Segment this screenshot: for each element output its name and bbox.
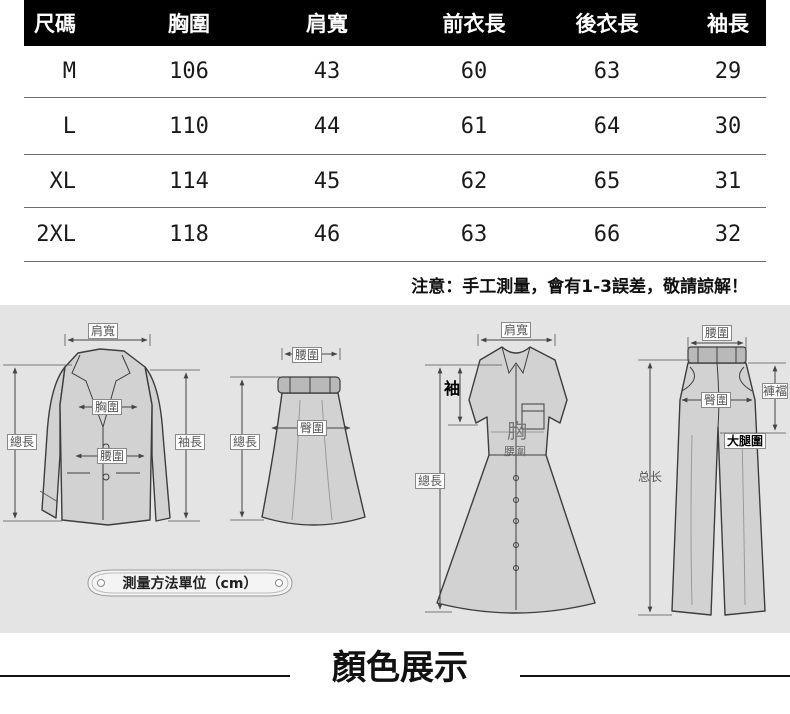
- dress-length-label: 總長: [414, 473, 446, 489]
- table-row: 2XL 118 46 63 66 32: [24, 208, 766, 262]
- cell-front-length: 61: [460, 113, 488, 139]
- pants-hip-label: 臀圍: [700, 392, 732, 408]
- skirt-waist-label: 腰圍: [291, 347, 323, 363]
- dress-chest-label: 胸: [507, 419, 527, 443]
- pants-length-guides: [638, 359, 690, 616]
- frame-ornament: [275, 579, 283, 587]
- cell-back-length: 66: [593, 222, 621, 247]
- pants-waist-ticks: [687, 337, 747, 349]
- frame-ornament: [97, 579, 105, 587]
- jacket-waist-label: 腰圍: [96, 448, 128, 464]
- measurement-note: 注意：手工測量，會有1-3誤差，敬請諒解！: [411, 277, 748, 297]
- pants-thigh-label: 大腿圍: [723, 433, 767, 449]
- skirt-belt-loops: [289, 377, 331, 393]
- table-row: XL 114 45 62 65 31: [24, 155, 766, 208]
- table-row: M 106 43 60 63 29: [24, 46, 766, 98]
- cell-sleeve: 31: [714, 168, 742, 194]
- cell-sleeve: 30: [714, 113, 742, 139]
- pants-length-label: 总长: [637, 470, 663, 484]
- cell-sleeve: 32: [714, 222, 742, 247]
- title-rule-left: [0, 675, 290, 677]
- dress-pocket: [521, 403, 545, 430]
- cell-chest: 106: [169, 59, 209, 84]
- cell-shoulder: 45: [313, 168, 341, 194]
- header-back-length: 後衣長: [575, 12, 639, 36]
- jacket-sketch: [41, 348, 171, 526]
- pants-creases: [690, 434, 746, 606]
- jacket-right-sleeve: [144, 366, 171, 522]
- table-row: L 110 44 61 64 30: [24, 98, 766, 155]
- header-sleeve: 袖長: [707, 12, 749, 36]
- skirt-length-guides: [230, 376, 280, 521]
- header-front-length: 前衣長: [442, 12, 506, 36]
- pants-belt-loops: [697, 347, 737, 363]
- jacket-sleeve-label: 袖長: [174, 434, 206, 450]
- header-chest: 胸圍: [168, 12, 210, 36]
- skirt-length-label: 總長: [229, 434, 261, 450]
- dress-button: [513, 497, 519, 503]
- jacket-length-label: 總長: [6, 434, 38, 450]
- section-title: 顏色展示: [332, 648, 468, 688]
- cell-front-length: 60: [460, 59, 488, 84]
- cell-size: XL: [49, 168, 77, 194]
- dress-shoulder-label: 肩寬: [500, 322, 532, 338]
- skirt-body: [261, 392, 366, 526]
- jacket-chest-label: 胸圍: [91, 399, 123, 415]
- skirt-waist-ticks: [281, 348, 341, 360]
- skirt-waistband: [277, 376, 341, 394]
- jacket-sleeve-guides: [150, 369, 200, 522]
- dress-shoulder-ticks: [477, 334, 556, 346]
- dress-button: [513, 518, 519, 524]
- garment-sketches: [3, 334, 786, 616]
- skirt-sketch: [261, 376, 366, 526]
- skirt-hip-label: 臀圍: [296, 420, 328, 436]
- dress-guides: [425, 364, 502, 613]
- measurement-diagram: 肩寬 胸圍 腰圍 總長 袖長 腰圍 臀圍 總長 肩寬 袖 胸 腰圍 總長 腰圍 …: [0, 305, 790, 633]
- skirt-folds: [291, 399, 333, 521]
- cell-shoulder: 46: [313, 222, 341, 247]
- pants-measures: [638, 337, 786, 616]
- dress-sketch: [436, 346, 596, 614]
- cell-size: M: [62, 59, 76, 84]
- title-rule-right: [520, 675, 790, 677]
- pants-body: [671, 362, 766, 616]
- pants-sketch: [671, 346, 766, 616]
- header-shoulder: 肩寬: [306, 12, 348, 36]
- dress-button: [513, 542, 519, 548]
- dress-sleeve-label: 袖: [443, 379, 461, 398]
- jacket-shoulder-label: 肩寬: [87, 323, 119, 339]
- jacket-shoulder-ticks: [64, 334, 151, 346]
- size-table: 尺碼 胸圍 肩寬 前衣長 後衣長 袖長 M 106 43 60 63 29 L …: [24, 0, 766, 262]
- dress-collar: [501, 346, 531, 375]
- header-size: 尺碼: [34, 12, 76, 36]
- jacket-length-guides: [3, 364, 72, 522]
- pants-waist-label: 腰圍: [701, 325, 733, 341]
- cell-sleeve: 29: [714, 59, 742, 84]
- cell-shoulder: 44: [313, 113, 341, 139]
- jacket-body: [59, 348, 153, 526]
- jacket-button: [102, 473, 110, 481]
- unit-label: 測量方法單位（cm）: [122, 576, 258, 592]
- dress-waist-label: 腰圍: [504, 445, 526, 458]
- cell-size: 2XL: [36, 222, 76, 247]
- cell-chest: 118: [169, 222, 209, 247]
- unit-label-frame: [87, 569, 293, 597]
- dress-button: [513, 565, 519, 571]
- cell-back-length: 65: [593, 168, 621, 194]
- cell-size: L: [62, 113, 76, 139]
- cell-back-length: 64: [593, 113, 621, 139]
- jacket-left-sleeve: [41, 366, 66, 519]
- dress-button: [513, 475, 519, 481]
- pants-pockets: [681, 366, 753, 392]
- cell-back-length: 63: [593, 59, 621, 84]
- jacket-cuff-mark: [39, 490, 59, 503]
- cell-front-length: 63: [460, 222, 488, 247]
- pants-rise-label: 褲襠: [761, 383, 789, 399]
- cell-front-length: 62: [460, 168, 488, 194]
- cell-chest: 114: [169, 168, 209, 194]
- cell-chest: 110: [169, 113, 209, 139]
- cell-shoulder: 43: [313, 59, 341, 84]
- table-header-row: 尺碼 胸圍 肩寬 前衣長 後衣長 袖長: [24, 0, 766, 46]
